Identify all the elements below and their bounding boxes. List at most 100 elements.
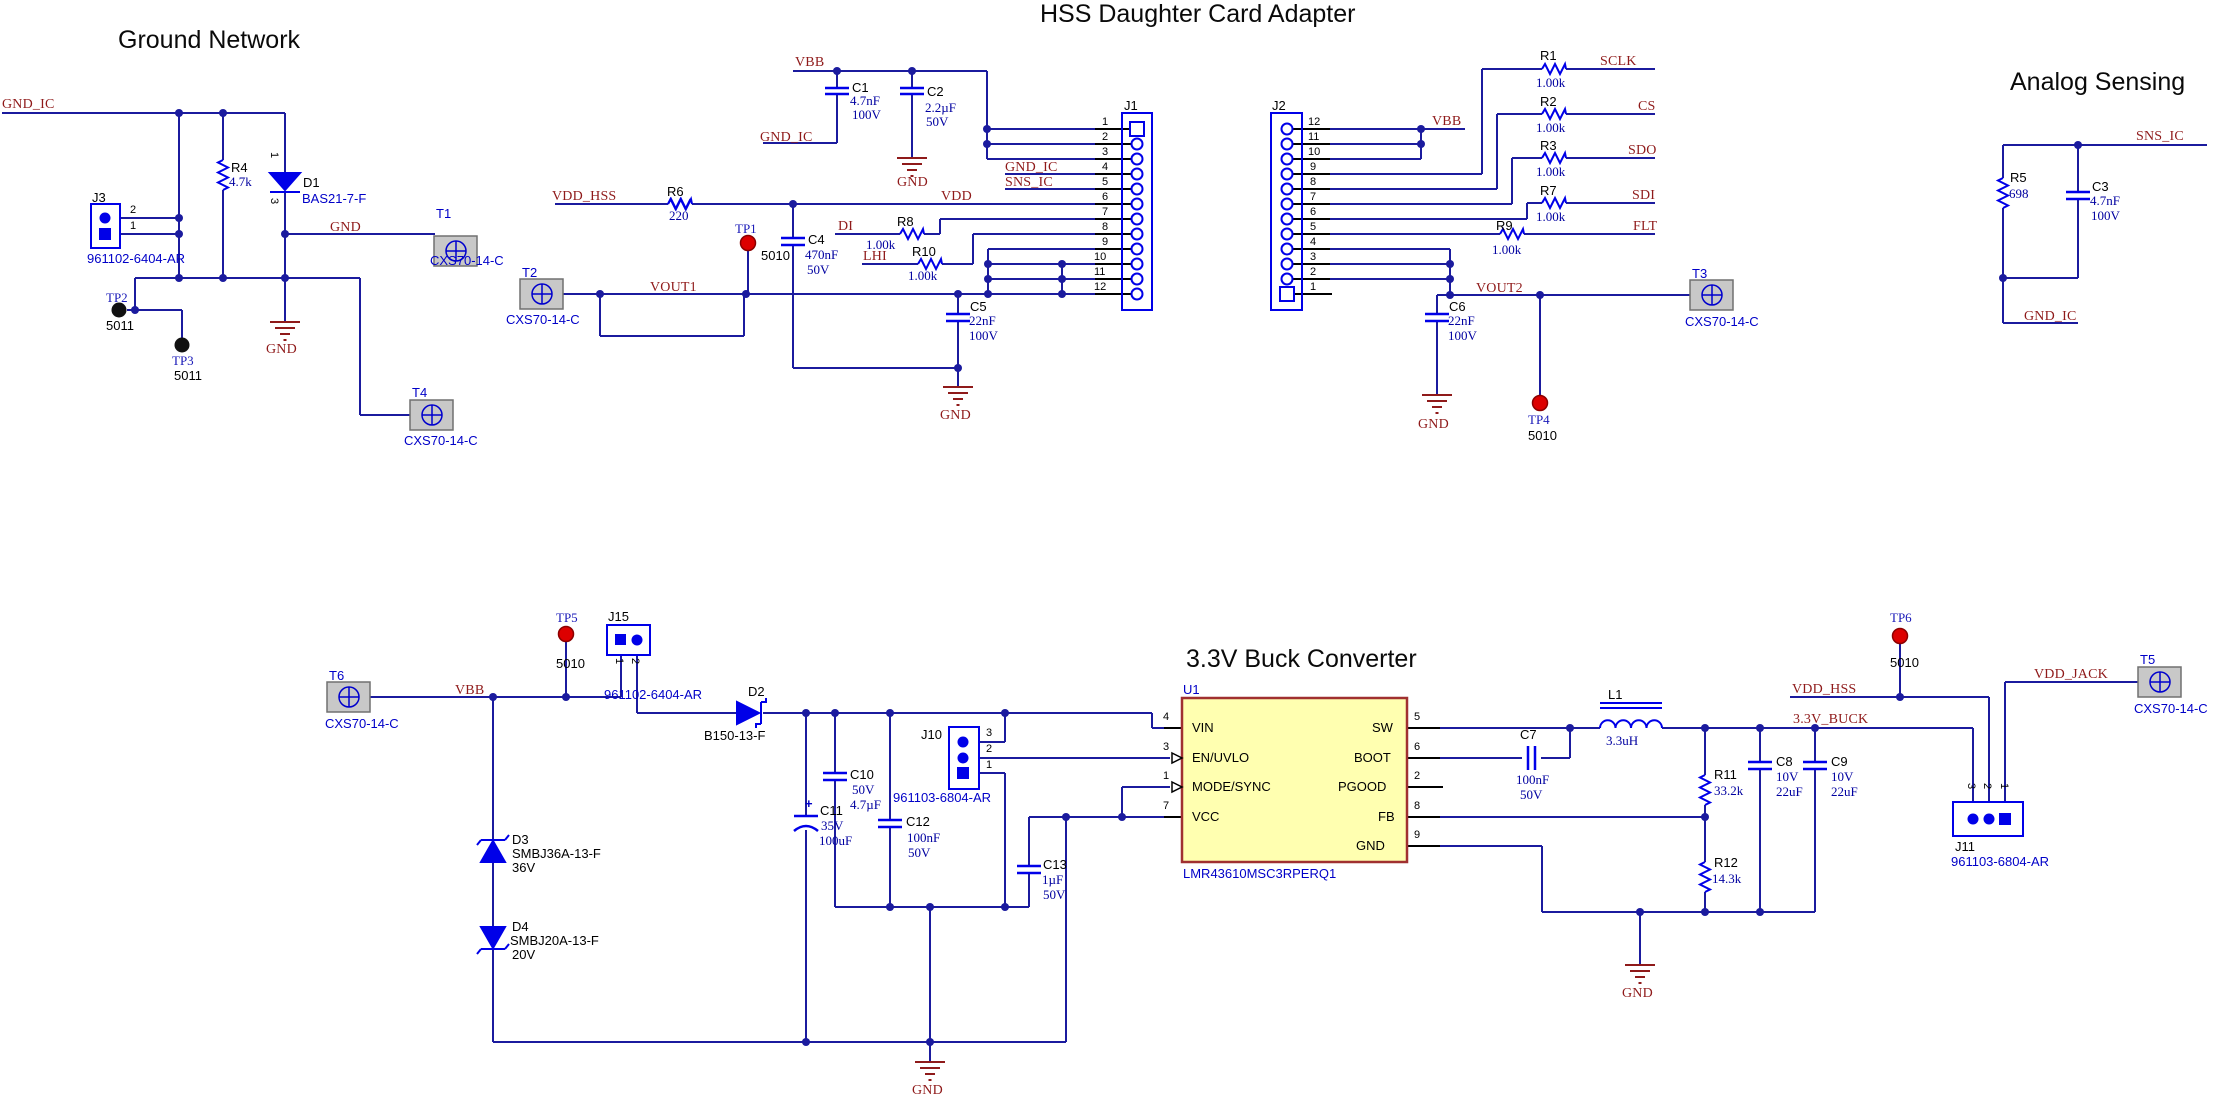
- resistor-r12: [1697, 861, 1713, 893]
- pin-d1-3: 3: [268, 198, 280, 205]
- volt-c5: 100V: [969, 328, 998, 343]
- part-d2: B150-13-F: [704, 728, 766, 743]
- net-vdd: VDD: [941, 189, 972, 204]
- pinnum-u1-9: 9: [1414, 829, 1421, 841]
- pin-j2-10: 10: [1308, 146, 1321, 158]
- tp5-dot: [557, 625, 575, 643]
- connector-j15: [606, 624, 651, 656]
- part-j11: 961103-6804-AR: [1951, 854, 2050, 869]
- gnd-symbol-buck-right: [1625, 964, 1655, 984]
- testpoints: [111, 234, 1909, 645]
- des-r11: R11: [1714, 767, 1737, 782]
- pin-j2-11: 11: [1308, 131, 1320, 143]
- val-r6: 220: [669, 208, 689, 223]
- pin-j2-2: 2: [1310, 266, 1317, 278]
- net-sclk: SCLK: [1600, 54, 1637, 69]
- part-u1: LMR43610MSC3RPERQ1: [1183, 866, 1337, 881]
- inductor-l1: [1599, 702, 1663, 729]
- mode-arrow-icon: [1171, 780, 1184, 794]
- net-flt: FLT: [1633, 219, 1658, 234]
- pname-mode: MODE/SYNC: [1192, 779, 1271, 794]
- volt-d3: 36V: [512, 860, 536, 875]
- tbox-t1: [433, 235, 478, 267]
- net-di: DI: [838, 219, 854, 234]
- pin-j1-2: 2: [1102, 131, 1109, 143]
- cap-c4: [781, 236, 805, 247]
- pin-j3-1: 1: [130, 220, 137, 232]
- des-t3: T3: [1692, 266, 1708, 281]
- net-cs: CS: [1638, 99, 1656, 114]
- part-d1: BAS21-7-F: [302, 191, 367, 206]
- pinnum-u1-5: 5: [1414, 711, 1421, 723]
- volt-c3: 100V: [2091, 208, 2120, 223]
- des-j10: J10: [921, 727, 942, 742]
- des-d4: D4: [512, 919, 529, 934]
- val-c2: 2.2µF: [925, 100, 956, 115]
- resistor-r2: [1541, 105, 1567, 122]
- net-vdd-jack: VDD_JACK: [2034, 667, 2108, 682]
- pin-j2-6: 6: [1310, 206, 1317, 218]
- des-tp6: TP6: [1890, 610, 1912, 625]
- cap-c5: [946, 312, 970, 323]
- val-r5: 698: [2009, 186, 2029, 201]
- resistor-r7: [1541, 194, 1567, 211]
- des-r1: R1: [1540, 48, 1557, 63]
- main-title: HSS Daughter Card Adapter: [1040, 0, 1356, 28]
- des-r10: R10: [912, 244, 936, 259]
- des-c10: C10: [850, 767, 874, 782]
- pin-j2-4: 4: [1310, 236, 1317, 248]
- plus-c11: +: [805, 796, 813, 811]
- pin-j1-9: 9: [1102, 236, 1109, 248]
- resistor-r11: [1697, 774, 1713, 806]
- gnd-symbols: [270, 157, 1655, 1081]
- des-tp1: TP1: [735, 221, 757, 236]
- part-t5: CXS70-14-C: [2134, 701, 2208, 716]
- des-c13: C13: [1043, 857, 1067, 872]
- des-tp4: TP4: [1528, 412, 1550, 427]
- net-gnd-ic-c1: GND_IC: [760, 130, 813, 145]
- gnd-symbol-c2: [897, 157, 927, 177]
- des-tp3: TP3: [172, 353, 194, 368]
- ground-network-title: Ground Network: [118, 26, 301, 54]
- des-r12: R12: [1714, 855, 1738, 870]
- pname-gnd: GND: [1356, 838, 1385, 853]
- cap-c13: [1017, 864, 1041, 875]
- tbox-t2: [519, 278, 564, 310]
- gnd-symbol-c6: [1422, 394, 1452, 414]
- tp2-dot: [111, 302, 127, 318]
- pname-en: EN/UVLO: [1192, 750, 1250, 765]
- pin-j1-8: 8: [1102, 221, 1109, 233]
- pin-j11-2: 2: [1981, 783, 1993, 790]
- tbox-t6: [326, 681, 371, 713]
- pname-sw: SW: [1372, 720, 1393, 735]
- net-gnd-d1: GND: [266, 342, 297, 357]
- volt-c12: 50V: [908, 845, 931, 860]
- net-vbb-bot: VBB: [455, 683, 485, 698]
- val-r8: 1.00k: [866, 237, 896, 252]
- connector-j2: [1270, 112, 1303, 311]
- pin-j1-7: 7: [1102, 206, 1109, 218]
- wires-analog-sensing: [2002, 144, 2207, 324]
- pin-j1-4: 4: [1102, 161, 1109, 173]
- des-c3: C3: [2092, 179, 2109, 194]
- val-c1: 4.7nF: [850, 93, 880, 108]
- cap-c6: [1425, 312, 1449, 323]
- num-tp3: 5011: [174, 368, 202, 383]
- cap-c9: [1803, 760, 1827, 771]
- volt-c1: 100V: [852, 107, 881, 122]
- part-d3: SMBJ36A-13-F: [512, 846, 601, 861]
- val-r11: 33.2k: [1714, 783, 1744, 798]
- pin-j15-1: 1: [613, 658, 625, 665]
- connector-j1: [1121, 112, 1153, 311]
- net-sdo: SDO: [1628, 143, 1657, 158]
- cap-c8: [1748, 760, 1772, 771]
- pin-j2-7: 7: [1310, 191, 1317, 203]
- val-c13: 1µF: [1042, 872, 1064, 887]
- ic-u1: [1171, 696, 1409, 864]
- pname-pgood: PGOOD: [1338, 779, 1387, 794]
- des-tp2: TP2: [106, 290, 128, 305]
- net-vdd-hss-top: VDD_HSS: [552, 189, 617, 204]
- pname-boot: BOOT: [1354, 750, 1391, 765]
- des-c1: C1: [852, 80, 869, 95]
- des-r2: R2: [1540, 94, 1557, 109]
